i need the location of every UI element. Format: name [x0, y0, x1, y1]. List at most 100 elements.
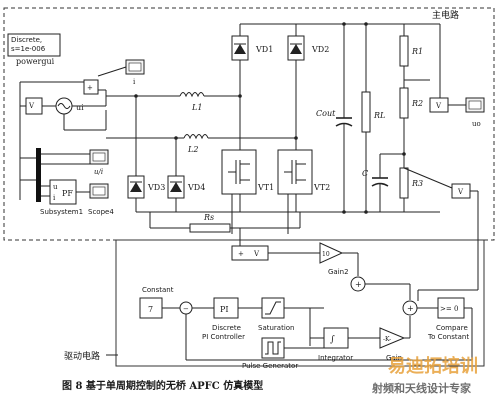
VD1-label: VD1	[255, 45, 273, 54]
powergui-block[interactable]: Discrete, s=1e-006 powergui	[7, 33, 61, 66]
svg-text:易迪拓培训: 易迪拓培训	[388, 355, 478, 377]
VD2-label: VD2	[311, 45, 329, 54]
main-circuit-boundary	[3, 7, 495, 241]
R3-label: R3	[411, 179, 423, 188]
svg-text:射频和天线设计专家: 射频和天线设计专家	[371, 381, 472, 395]
constant-block[interactable]: 7	[139, 297, 163, 319]
svg-text:Pulse Generator: Pulse Generator	[242, 362, 298, 370]
sum-block-1: +	[350, 276, 366, 292]
pulse-generator-block[interactable]: Pulse Generator	[242, 337, 298, 370]
capacitor-Cout	[335, 117, 353, 127]
scope-i[interactable]: i	[125, 59, 145, 86]
subsystem1-pf-block[interactable]: u i PF Subsystem1	[40, 179, 83, 216]
svg-text:Discrete: Discrete	[212, 324, 241, 332]
diode-VD3	[127, 175, 145, 199]
inductor-L1	[179, 92, 205, 98]
R2-label: R2	[411, 99, 423, 108]
figure-caption: 图 8 基于单周期控制的无桥 APFC 仿真模型	[62, 379, 263, 392]
mosfet-VT1	[221, 149, 257, 195]
subsystem1-label: Subsystem1	[40, 208, 83, 216]
sum-block-3: +	[402, 300, 418, 316]
capacitor-C	[371, 177, 389, 187]
svg-text:To Constant: To Constant	[427, 333, 469, 341]
svg-text:>= 0: >= 0	[440, 305, 458, 313]
svg-text:u: u	[53, 183, 58, 191]
mosfet-VT2	[277, 149, 313, 195]
voltage-measure-uo[interactable]: V	[429, 97, 449, 113]
svg-text:10: 10	[322, 251, 330, 258]
diode-VD4	[167, 175, 185, 199]
VT1-label: VT1	[257, 183, 274, 192]
svg-text:Gain: Gain	[386, 354, 402, 362]
drive-circuit-boundary	[115, 239, 485, 367]
constant-label: Constant	[142, 286, 174, 294]
RL-label: RL	[373, 111, 385, 120]
main-circuit-label: 主电路	[432, 9, 459, 21]
scope-u-over-i[interactable]: u/i	[89, 149, 109, 176]
saturation-block[interactable]: Saturation	[258, 297, 295, 332]
svg-text:uo: uo	[472, 120, 481, 128]
svg-text:−: −	[183, 305, 189, 313]
svg-text:+: +	[355, 280, 362, 289]
pi-controller-block[interactable]: PI Discrete PI Controller	[202, 297, 245, 341]
Cout-label: Cout	[316, 109, 336, 118]
L1-label: L1	[191, 103, 202, 112]
gain2-label: Gain2	[328, 268, 349, 276]
voltage-measure-rs[interactable]: + V	[231, 245, 269, 261]
resistor-R1	[399, 35, 409, 67]
svg-text:PF: PF	[62, 189, 73, 198]
compare-to-constant-block[interactable]: >= 0 Compare To Constant	[427, 297, 469, 341]
bus-bar	[36, 148, 41, 202]
resistor-Rs	[189, 223, 231, 233]
svg-text:+: +	[87, 84, 93, 92]
gain2-block[interactable]: 10 Gain2	[319, 242, 349, 276]
VD4-label: VD4	[187, 183, 205, 192]
scope-uo[interactable]: uo	[465, 97, 485, 128]
svg-text:7: 7	[148, 305, 153, 314]
svg-text:Scope4: Scope4	[88, 208, 114, 216]
svg-text:Compare: Compare	[436, 324, 468, 332]
Rs-label: Rs	[203, 213, 214, 222]
R1-label: R1	[411, 47, 423, 56]
svg-text:Integrator: Integrator	[318, 354, 353, 362]
svg-text:+: +	[238, 250, 244, 258]
diode-VD2	[287, 35, 305, 61]
L2-label: L2	[187, 145, 198, 154]
svg-text:V: V	[435, 102, 442, 110]
svg-text:Discrete,: Discrete,	[11, 36, 42, 44]
resistor-RL	[361, 91, 371, 133]
svg-text:s=1e-006: s=1e-006	[11, 45, 46, 53]
svg-text:+: +	[407, 304, 414, 313]
svg-text:V: V	[457, 188, 464, 196]
svg-text:Saturation: Saturation	[258, 324, 295, 332]
drive-circuit-label: 驱动电路	[64, 350, 100, 362]
integrator-block[interactable]: ∫ Integrator	[318, 327, 353, 362]
diode-VD1	[231, 35, 249, 61]
svg-text:u/i: u/i	[94, 168, 103, 176]
powergui-label: powergui	[16, 57, 55, 66]
ac-source-icon	[55, 97, 73, 115]
C-label: C	[362, 169, 368, 178]
VD3-label: VD3	[147, 183, 165, 192]
svg-text:i: i	[53, 194, 56, 202]
VT2-label: VT2	[313, 183, 330, 192]
inductor-L2	[183, 134, 209, 140]
voltage-measure-feedback[interactable]: V	[451, 183, 471, 199]
gain-block[interactable]: -K- Gain	[379, 327, 406, 362]
svg-text:V: V	[253, 250, 260, 258]
svg-text:∫: ∫	[330, 335, 335, 345]
ui-source-label: ui	[76, 103, 84, 112]
scope4[interactable]: Scope4	[88, 183, 114, 216]
svg-text:i: i	[133, 78, 136, 86]
svg-text:V: V	[28, 102, 35, 110]
voltage-measurement-block[interactable]: V	[25, 97, 43, 115]
svg-text:PI: PI	[220, 305, 229, 314]
resistor-R3	[399, 167, 409, 199]
svg-text:-K-: -K-	[383, 336, 391, 343]
sum-block-2: −	[179, 301, 193, 315]
svg-text:PI Controller: PI Controller	[202, 333, 245, 341]
watermark: 易迪拓培训 射频和天线设计专家	[371, 355, 478, 395]
current-measurement-block[interactable]: +	[83, 79, 99, 95]
resistor-R2	[399, 87, 409, 119]
